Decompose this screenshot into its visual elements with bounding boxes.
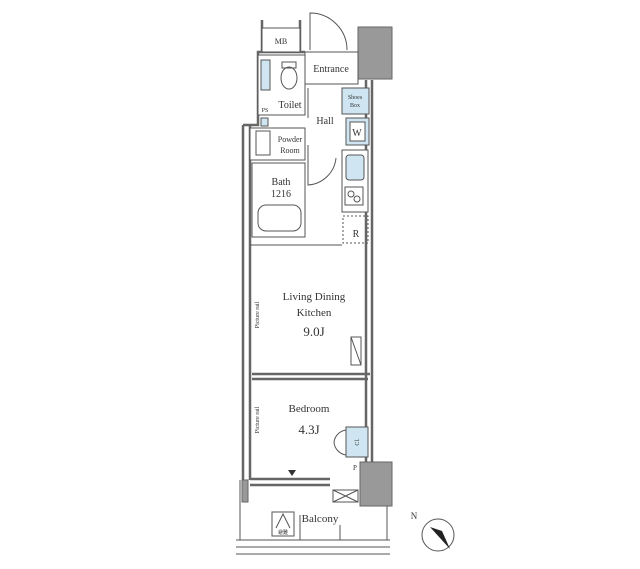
column-bottom-right: [359, 461, 393, 507]
picture-rail-label-ldk: Picture rail: [255, 301, 261, 328]
compass: N: [411, 511, 455, 552]
toilet-label: Toilet: [278, 100, 301, 111]
ldk-label-1: Living Dining: [283, 291, 346, 303]
evac-hatch-label: 避難: [278, 529, 288, 536]
sink-icon: [345, 154, 365, 181]
bathtub-icon: [257, 204, 302, 232]
powder-room-label-2: Room: [280, 146, 300, 155]
hall-label: Hall: [316, 116, 333, 127]
washer-icon: [349, 121, 366, 142]
refrigerator-space: [342, 215, 369, 244]
ldk-label-2: Kitchen: [297, 307, 332, 319]
vanity-icon: [255, 130, 271, 156]
toilet-shelf: [260, 59, 271, 91]
outdoor-unit-icon: [332, 489, 359, 503]
washer-label: W: [352, 128, 362, 139]
mb-closet: [261, 27, 301, 53]
storage-icon: [350, 336, 362, 366]
compass-label: N: [411, 511, 418, 521]
closet-label: Cl.: [355, 438, 361, 446]
shoes-box-label-1: Shoes: [348, 95, 363, 101]
ps-fixture: [260, 117, 269, 127]
refrigerator-label: R: [353, 229, 360, 240]
picture-rail-label-bedroom: Picture rail: [255, 406, 261, 433]
hall-door[interactable]: [307, 88, 337, 186]
ps-label: PS: [262, 108, 269, 114]
stove-icon: [344, 186, 364, 206]
bath-label-2: 1216: [271, 189, 291, 200]
closet-doors[interactable]: [333, 429, 347, 456]
window-marker-icon: [288, 470, 296, 476]
balcony-label: Balcony: [302, 513, 339, 525]
shoes-box: [341, 87, 370, 115]
bedroom-area: 4.3J: [298, 422, 319, 437]
ldk-area: 9.0J: [303, 324, 324, 339]
shoes-box-label-2: Box: [350, 103, 360, 109]
balcony-railing: [236, 480, 390, 555]
bedroom-label: Bedroom: [289, 403, 330, 415]
balcony-column: [241, 479, 249, 503]
powder-room-label-1: Powder: [278, 135, 303, 144]
north-arrow-icon: [430, 527, 450, 549]
toilet-icon: [280, 66, 298, 90]
entrance-door[interactable]: [309, 12, 348, 51]
balcony-window[interactable]: [250, 477, 330, 487]
evacuation-hatch-icon: [271, 511, 295, 537]
mb-label: MB: [275, 37, 287, 46]
toilet-tank-icon: [281, 61, 297, 69]
entrance: [304, 51, 359, 85]
bath-label-1: Bath: [272, 177, 291, 188]
pipe-label: P: [353, 464, 357, 472]
closet[interactable]: [345, 426, 369, 458]
bathroom: [251, 162, 306, 238]
sliding-partition[interactable]: [252, 372, 370, 381]
entrance-label: Entrance: [313, 64, 349, 75]
column-top-right: [357, 26, 393, 80]
